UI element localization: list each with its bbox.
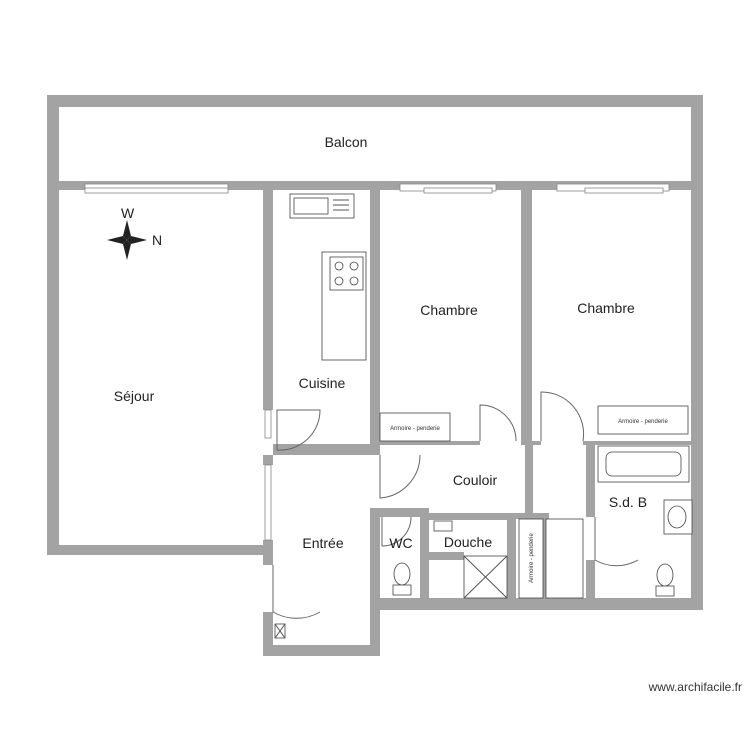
wall-chambre2-bottom [583,441,691,445]
wall-sejour-bottom [47,545,273,555]
toilet-wc [393,562,411,586]
wall-sejour-cuisine [263,190,273,410]
room-label-sejour: Séjour [114,388,155,404]
furniture-labels: Armoire - penderie Armoire - penderie Ar… [390,419,668,583]
label-armoire-chambre1: Armoire - penderie [390,426,440,432]
room-label-entree: Entrée [302,535,343,551]
burner [349,276,359,286]
wall-wc-douche [420,508,429,598]
burner [334,261,344,271]
kitchen-sink-basin [293,197,329,215]
door-entree-couloir [379,454,421,499]
door-chambre2 [540,391,585,442]
radiator-chambre2 [584,187,664,194]
watermark-text: www.archifacile.fr [648,680,742,694]
wall-right-outer [691,95,703,610]
compass-needle [127,236,147,244]
wall-chambre1-bottom-a [380,441,480,445]
wall-entree-right [370,508,380,656]
washbasin-douche [433,520,453,532]
door-chambre1 [479,404,517,442]
armoire-chambre2 [597,405,689,435]
room-label-balcon: Balcon [325,134,368,150]
toilet-sdb-tank [655,585,675,597]
wall-chambre1-bottom-b [521,441,541,445]
label-armoire-chambre2: Armoire - penderie [618,419,668,425]
wall-chambre-chambre [521,190,532,444]
toilet-wc-tank [392,584,412,596]
wall-couloir-sdb-b [586,560,595,610]
wall-placard-top [516,513,546,519]
wall-couloir-sdb-a [586,445,595,517]
door-sdb [594,517,639,567]
door-wc [381,516,412,547]
compass-north-label: N [152,232,162,248]
wall-sejour-entree-mid [263,540,273,565]
door-entree [272,565,321,619]
doors [272,391,639,619]
cooktop [329,256,364,291]
wall-douche-right [507,513,516,598]
burner [334,276,344,286]
room-label-couloir: Couloir [453,472,498,488]
window-entree-side [264,464,272,541]
burner [349,261,359,271]
door-cuisine [276,409,321,451]
bathtub-basin [605,451,682,477]
label-armoire-couloir: Armoire - penderie [529,532,535,582]
room-labels: Balcon Séjour Cuisine Chambre Chambre Co… [114,134,647,551]
wall-couloir-inner [525,445,533,513]
walls [47,95,703,656]
room-label-douche: Douche [444,534,492,550]
wall-bottom-right [370,598,703,610]
room-label-chambre-1: Chambre [420,302,478,318]
washbasin-sdb-bowl [667,505,687,529]
room-label-wc: WC [389,535,412,551]
wall-entree-left [263,612,273,656]
fixtures [274,193,693,639]
windows [84,183,670,541]
armoire-couloir [518,518,544,599]
wall-douche-top [429,513,509,520]
wall-cuisine-chambre [370,190,380,444]
radiator-chambre1 [423,187,493,194]
compass-rose: W N [107,205,162,260]
room-label-chambre-2: Chambre [577,300,635,316]
compass-needle [123,220,131,240]
wall-cuisine-bottom [273,444,380,455]
room-label-cuisine: Cuisine [299,375,346,391]
compass-needle [107,236,127,244]
wall-wc-top [380,508,420,517]
wall-left-outer [47,95,59,555]
radiator-sejour [84,187,229,194]
toilet-sdb [656,563,674,587]
wall-facade [59,181,691,190]
wall-douche-inner [429,552,464,560]
armoire-chambre1 [379,412,451,442]
compass-west-label: W [121,205,135,221]
cabinet-couloir [545,518,584,599]
window-cuisine-side [264,409,272,439]
room-label-sdb: S.d. B [609,494,647,510]
wall-balcony-top [47,95,703,107]
wall-entree-bottom [263,645,380,656]
meter-box-cross [274,623,286,639]
shower-diagonal [463,555,508,599]
wall-sejour-entree-top [263,455,273,465]
compass-needle [123,240,131,260]
